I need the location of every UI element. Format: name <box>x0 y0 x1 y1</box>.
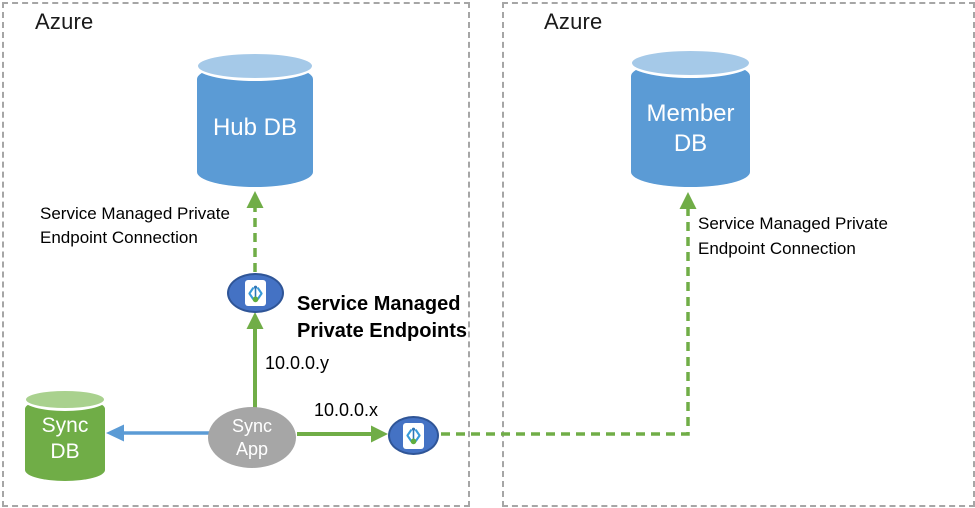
private-endpoint-icon <box>245 280 266 306</box>
private-endpoint-glyph <box>406 427 421 445</box>
private-endpoint-1 <box>227 273 284 313</box>
ip-label-x: 10.0.0.x <box>314 400 379 420</box>
private-endpoint-icon <box>403 422 424 449</box>
hub-db-node: Hub DB <box>195 51 315 187</box>
arrowhead-syncdb <box>106 424 124 442</box>
private-endpoints-title: Service Managed Private Endpoints <box>297 293 468 342</box>
sync-app-label: Sync App <box>231 416 273 459</box>
cylinder-top <box>629 48 752 78</box>
arrowhead-hubdb <box>246 191 264 208</box>
sync-db-node: Sync DB <box>23 388 107 481</box>
arrowhead-endpoint2 <box>371 425 388 443</box>
connector-endpoint2-to-memberdb <box>441 209 690 436</box>
member-connection-label: Service Managed Private Endpoint Connect… <box>698 214 888 258</box>
cylinder-body <box>197 64 313 187</box>
member-db-node: Member DB <box>629 48 752 187</box>
hub-db-label: Hub DB <box>212 114 298 142</box>
sync-db-label: Sync DB <box>41 414 89 463</box>
private-endpoint-2 <box>388 416 439 455</box>
cylinder-body <box>631 61 750 187</box>
member-db-label: Member DB <box>646 100 735 157</box>
ip-label-y: 10.0.0.y <box>265 353 330 373</box>
arrowhead-memberdb <box>679 192 697 209</box>
azure-region-left-title: Azure <box>35 9 94 34</box>
cylinder-body <box>25 398 105 481</box>
private-endpoint-glyph <box>248 285 263 302</box>
arrowhead-endpoint1 <box>246 312 264 329</box>
hub-connection-label: Service Managed Private Endpoint Connect… <box>40 204 230 247</box>
sync-app-node: Sync App <box>208 407 296 468</box>
cylinder-top <box>23 388 107 411</box>
azure-region-left <box>2 2 470 507</box>
azure-region-right-title: Azure <box>544 9 603 34</box>
cylinder-top <box>195 51 315 81</box>
azure-region-right <box>502 2 975 507</box>
